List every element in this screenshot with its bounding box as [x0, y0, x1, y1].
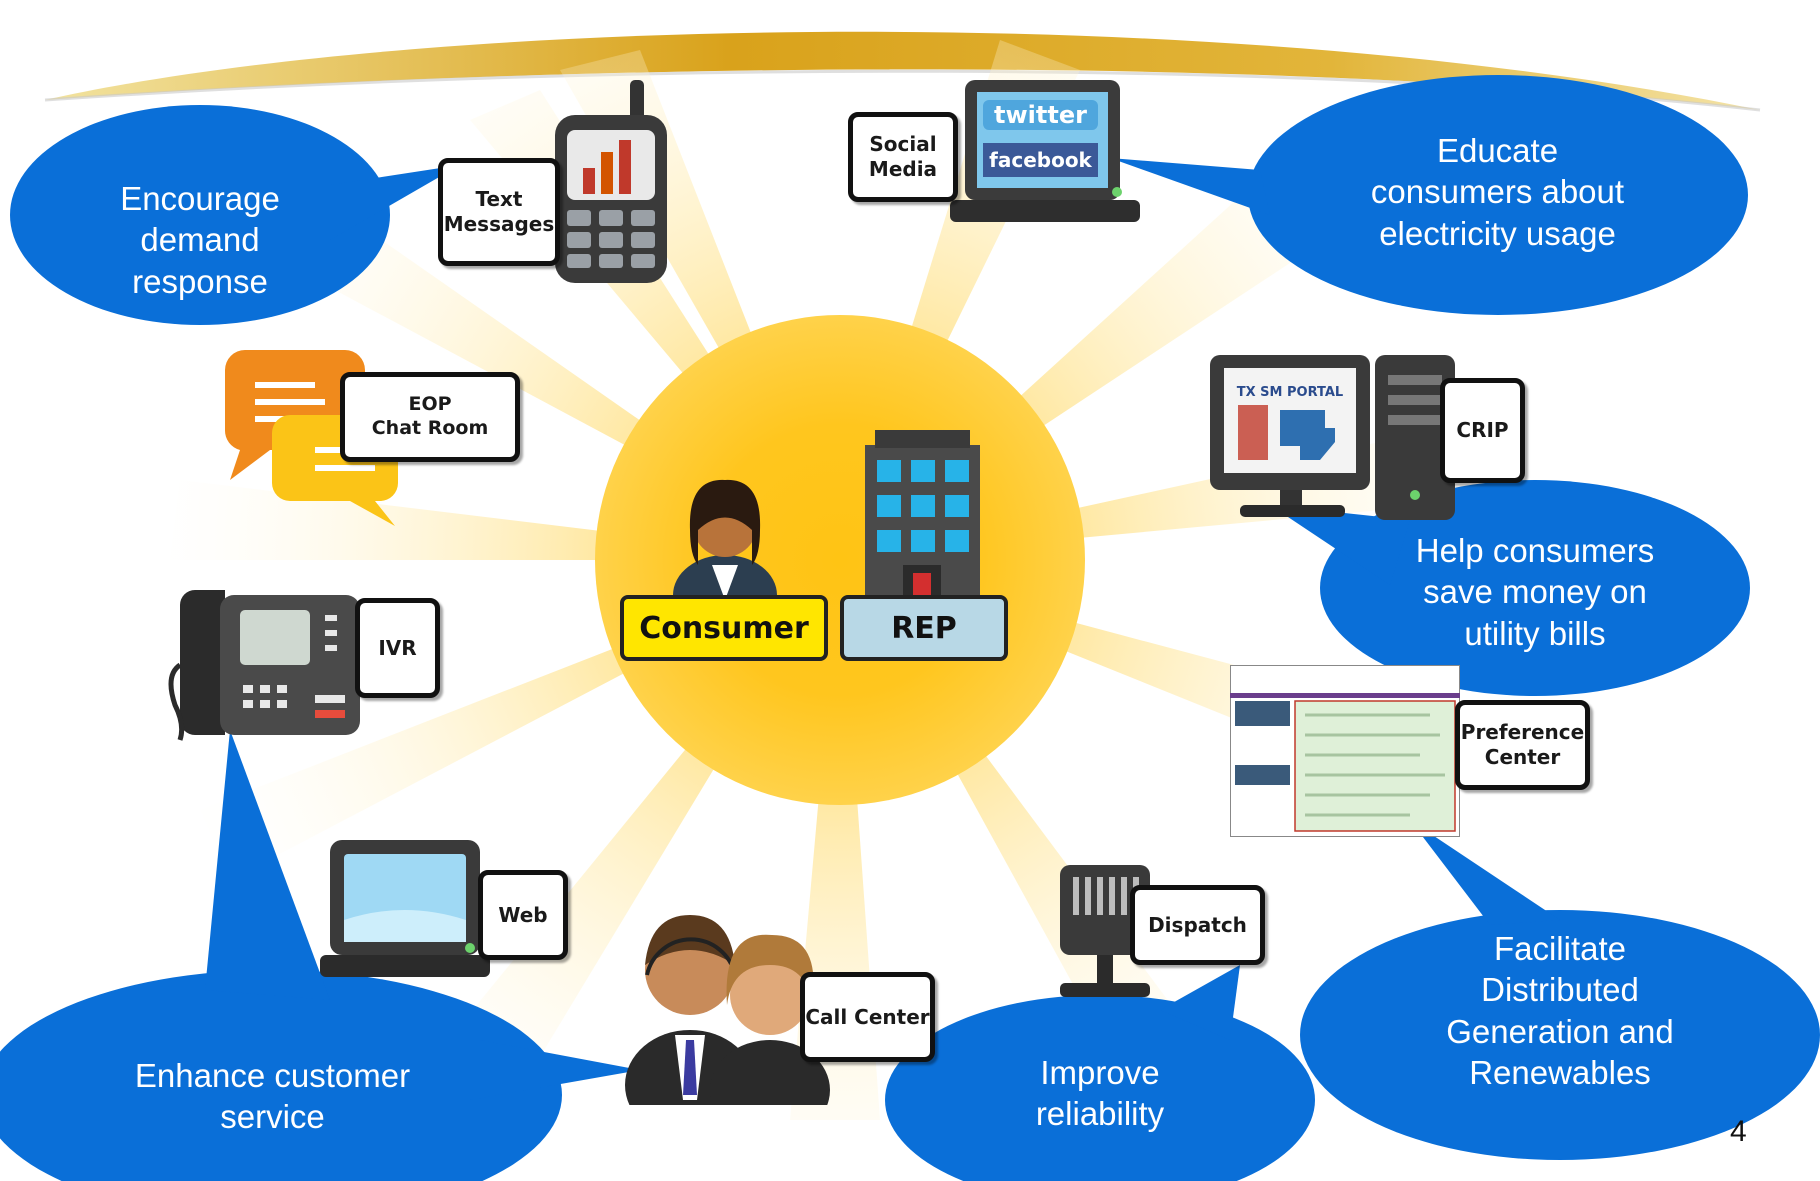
bubble-save-money: Help consumers save money on utility bil…: [1415, 532, 1655, 652]
office-phone-icon: [168, 590, 360, 741]
speech-bubbles: [0, 75, 1820, 1181]
bubble-educate-shape: [1248, 75, 1748, 315]
header-banner: [45, 31, 1760, 110]
consumer-label: Consumer: [620, 595, 828, 661]
facebook-logo: facebook: [983, 143, 1098, 177]
bubble-demand-response-shape: [10, 105, 390, 325]
mobile-phone-icon: [555, 80, 667, 283]
bubble-reliability: Improve reliability: [1035, 1054, 1165, 1133]
call-center-label: Call Center: [800, 972, 935, 1062]
bubble-reliability-shape: [885, 995, 1315, 1181]
rep-building-icon: [865, 430, 980, 600]
desktop-computer-icon: [1210, 355, 1455, 520]
bubble-customer-service-shape: [0, 970, 562, 1181]
web-label: Web: [478, 870, 568, 960]
bubble-distributed-generation: Facilitate Distributed Generation and Re…: [1446, 930, 1674, 1091]
bubble-customer-service: Enhance customer service: [134, 1057, 411, 1136]
dispatch-label: Dispatch: [1130, 885, 1265, 965]
bubble-educate: Educate consumers about electricity usag…: [1370, 132, 1625, 252]
twitter-logo: twitter: [983, 100, 1098, 130]
sun-core: [595, 315, 1085, 805]
bubble-demand-response: Encourage demand response: [120, 180, 280, 300]
dispatch-radio-icon: [1060, 865, 1150, 997]
preference-center-label: Preference Center: [1455, 700, 1590, 790]
eop-chat-room-label: EOP Chat Room: [340, 372, 520, 462]
portal-title: TX SM PORTAL: [1236, 385, 1344, 400]
consumer-person-icon: [673, 479, 777, 615]
crip-label: CRIP: [1440, 378, 1525, 483]
text-messages-label: Text Messages: [438, 158, 560, 266]
page-number: 4: [1730, 1115, 1747, 1148]
social-media-label: Social Media: [848, 112, 958, 202]
bubble-save-money-shape: [1320, 480, 1750, 696]
preference-center-screenshot: [1230, 665, 1460, 837]
rep-label: REP: [840, 595, 1008, 661]
bubble-distributed-shape: [1300, 910, 1820, 1160]
call-center-agents-icon: [625, 915, 830, 1105]
laptop-web-icon: [320, 840, 490, 977]
ivr-label: IVR: [355, 598, 440, 698]
